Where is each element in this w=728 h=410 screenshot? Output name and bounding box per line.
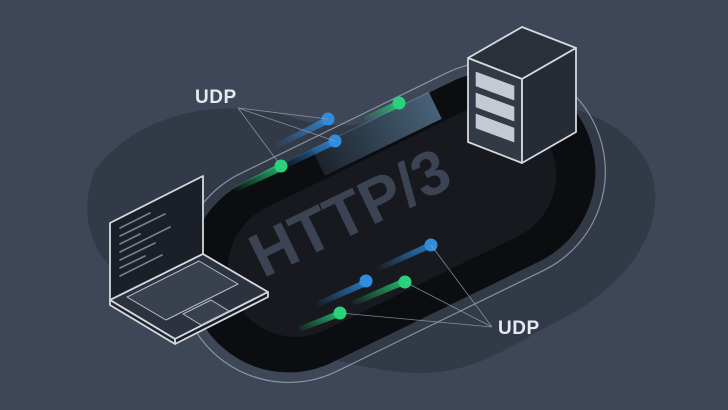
- trail-green-3: [352, 278, 407, 306]
- trail-blue-2: [280, 138, 337, 170]
- trail-green-2: [363, 100, 401, 122]
- trail-blue-3: [376, 241, 434, 272]
- udp-label-top: UDP: [195, 87, 237, 108]
- trail-blue-4: [316, 279, 369, 307]
- trail-green-4: [298, 310, 342, 332]
- udp-callout-lines-top: [237, 107, 336, 167]
- trail-green-1: [234, 163, 284, 192]
- udp-callout-lines-bottom: [339, 244, 493, 328]
- packet-stream-top: [234, 96, 406, 192]
- trail-blue-1: [276, 117, 330, 148]
- packet-blue-4: [359, 274, 373, 288]
- packet-green-2: [392, 96, 406, 110]
- udp-label-bottom: UDP: [498, 318, 540, 339]
- laptop-icon: [109, 175, 269, 345]
- server-icon: [467, 26, 577, 164]
